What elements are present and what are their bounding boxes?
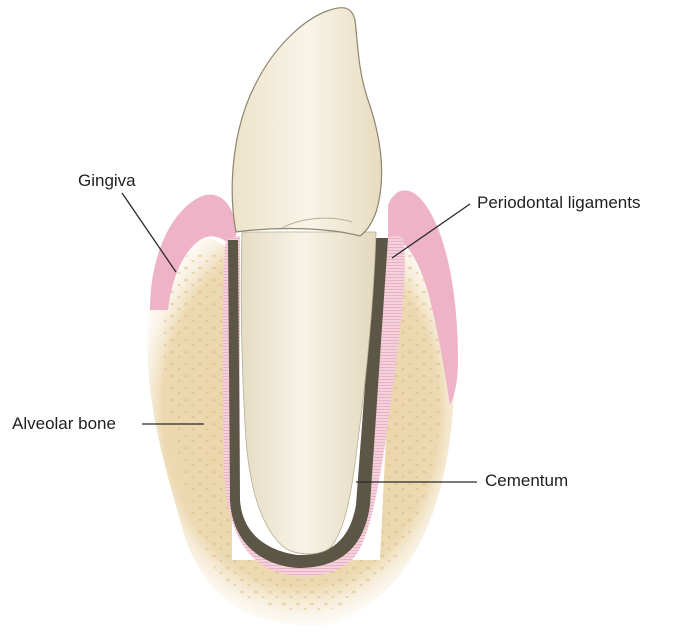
periodontal-ligaments-label: Periodontal ligaments bbox=[477, 194, 640, 211]
tooth-root bbox=[241, 232, 376, 554]
alveolar-bone-label: Alveolar bone bbox=[12, 415, 116, 432]
gingiva-label: Gingiva bbox=[78, 172, 136, 189]
cementum-label: Cementum bbox=[485, 472, 568, 489]
tooth-crown bbox=[232, 8, 381, 236]
